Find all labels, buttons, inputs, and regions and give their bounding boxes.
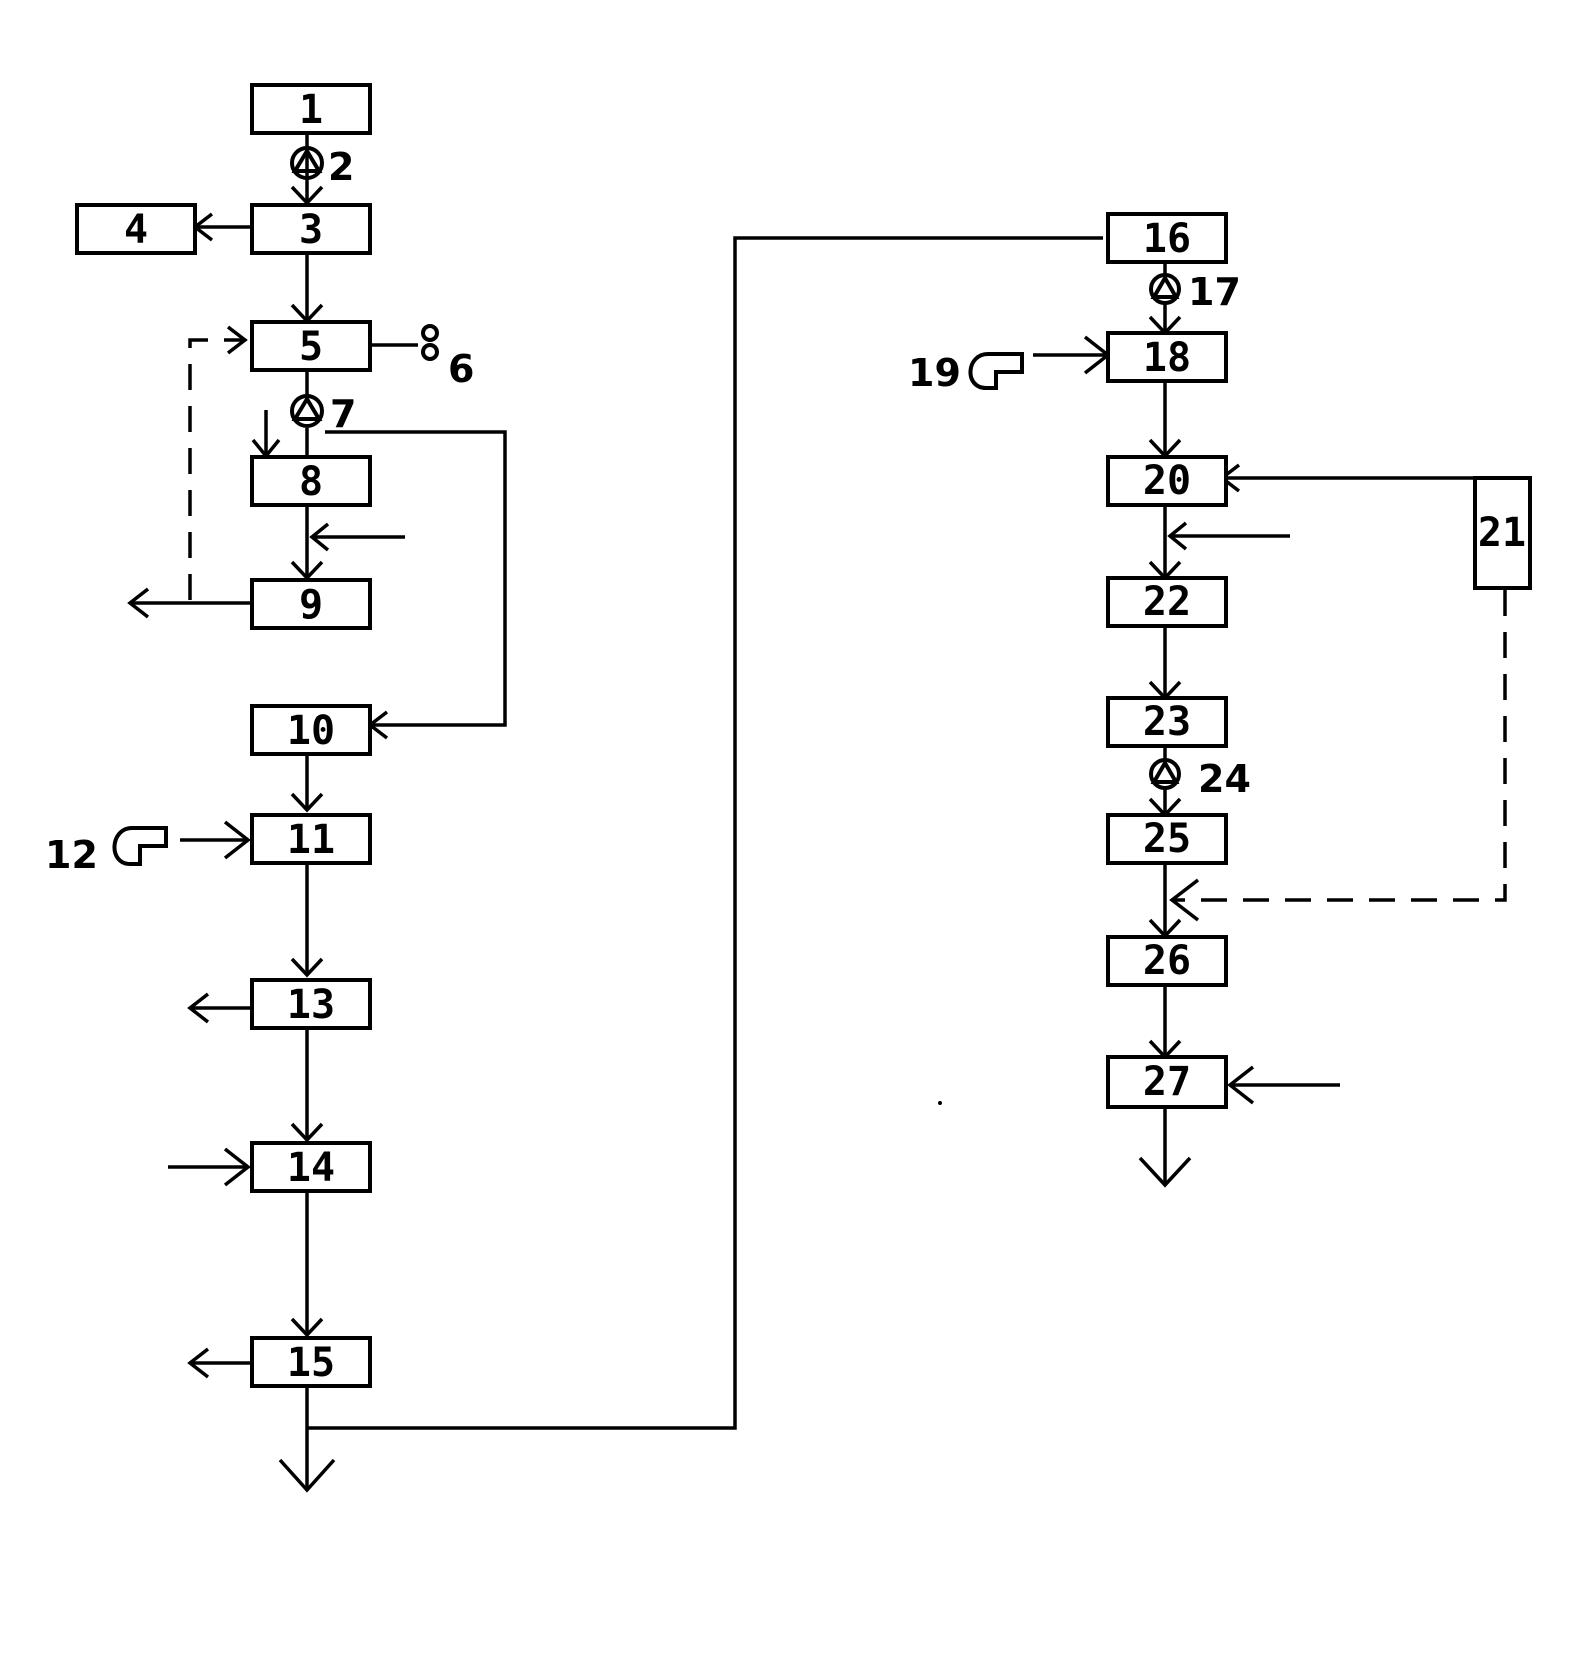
box-5: 5 [250,320,372,372]
callout-17: 17 [1188,270,1241,314]
right-column-connectors [1033,262,1520,1188]
box-25: 25 [1106,813,1228,865]
box-21: 21 [1473,476,1532,590]
box-9-label: 9 [299,582,323,628]
stray-dot [938,1101,942,1105]
callout-19: 19 [908,351,961,395]
valve-6-icon [421,324,439,361]
box-3: 3 [250,203,372,255]
blower-12-icon [112,826,168,866]
box-15: 15 [250,1336,372,1388]
box-21-label: 21 [1478,510,1526,556]
box-27-label: 27 [1143,1059,1191,1105]
box-26-label: 26 [1143,938,1191,984]
pump-2-icon [290,146,324,180]
box-16-label: 16 [1143,216,1191,262]
box-27: 27 [1106,1055,1228,1109]
callout-24: 24 [1198,757,1251,801]
box-8-label: 8 [299,459,323,505]
box-8: 8 [250,455,372,507]
box-5-label: 5 [299,324,323,370]
pump-7-icon [290,394,324,428]
box-1-label: 1 [299,87,323,133]
box-23: 23 [1106,696,1228,748]
box-25-label: 25 [1143,816,1191,862]
box-13: 13 [250,978,372,1030]
box-10: 10 [250,704,372,756]
box-9: 9 [250,578,372,630]
pump-17-icon [1149,273,1181,305]
box-10-label: 10 [287,708,335,754]
box-22-label: 22 [1143,579,1191,625]
callout-7: 7 [330,392,356,436]
box-23-label: 23 [1143,699,1191,745]
blower-19-icon [968,352,1024,390]
callout-12: 12 [45,833,98,877]
box-11-label: 11 [287,817,335,863]
box-14-label: 14 [287,1145,335,1191]
box-18: 18 [1106,331,1228,383]
callout-2: 2 [328,145,354,189]
box-14: 14 [250,1141,372,1193]
box-4: 4 [75,203,197,255]
box-16: 16 [1106,212,1228,264]
box-20: 20 [1106,455,1228,507]
box-22: 22 [1106,576,1228,628]
box-1: 1 [250,83,372,135]
callout-6: 6 [448,347,474,391]
box-15-label: 15 [287,1340,335,1386]
box-13-label: 13 [287,982,335,1028]
box-4-label: 4 [124,207,148,253]
box-20-label: 20 [1143,458,1191,504]
box-11: 11 [250,813,372,865]
box-3-label: 3 [299,207,323,253]
box-18-label: 18 [1143,335,1191,381]
box-26: 26 [1106,935,1228,987]
pump-24-icon [1149,758,1181,790]
